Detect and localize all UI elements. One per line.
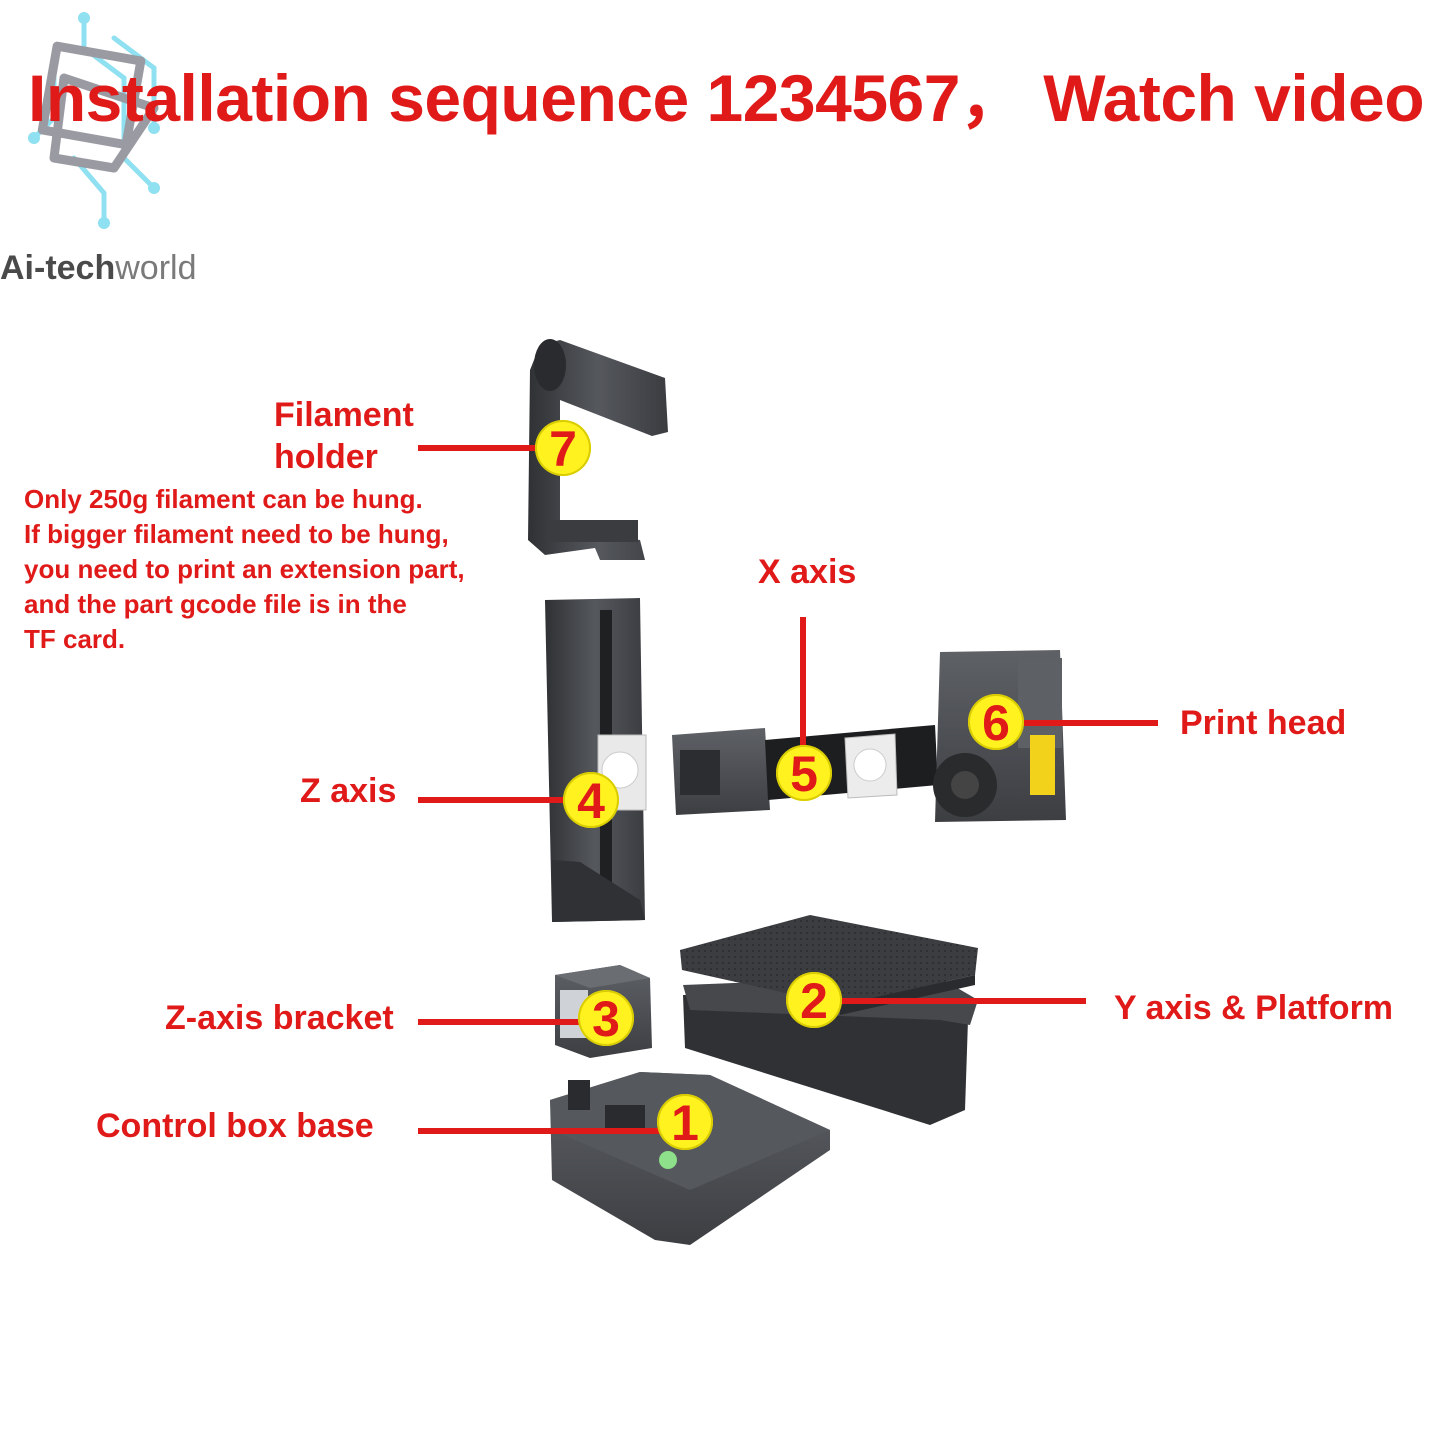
leader-line-6 bbox=[1010, 720, 1158, 726]
filament-note-line: If bigger filament need to be hung, bbox=[24, 519, 449, 549]
filament-holder-part bbox=[528, 339, 668, 560]
leader-line-1 bbox=[418, 1128, 663, 1134]
badge-7: 7 bbox=[535, 420, 591, 477]
brand-name-bold: Ai-tech bbox=[0, 249, 116, 287]
page-title: Installation sequence 1234567， Watch vid… bbox=[28, 61, 1425, 135]
badge-4: 4 bbox=[563, 772, 619, 829]
filament-note: Only 250g filament can be hung. If bigge… bbox=[24, 482, 465, 657]
label-print-head: Print head bbox=[1180, 704, 1347, 742]
badge-1: 1 bbox=[657, 1094, 713, 1151]
filament-note-line: and the part gcode file is in the bbox=[24, 589, 407, 619]
label-x-axis: X axis bbox=[758, 553, 857, 591]
filament-note-line: you need to print an extension part, bbox=[24, 554, 465, 584]
label-filament-holder-line1: Filament bbox=[274, 396, 414, 434]
brand-name: Ai-techworld bbox=[0, 248, 196, 288]
badge-2: 2 bbox=[786, 972, 842, 1029]
brand-name-light: world bbox=[115, 249, 197, 287]
label-control-box-base: Control box base bbox=[96, 1107, 374, 1145]
filament-note-line: TF card. bbox=[24, 624, 126, 654]
badge-6: 6 bbox=[968, 694, 1024, 751]
label-z-axis: Z axis bbox=[300, 772, 397, 810]
label-z-axis-bracket: Z-axis bracket bbox=[165, 999, 394, 1037]
leader-line-2 bbox=[830, 998, 1086, 1004]
circuit-logo-icon bbox=[28, 12, 160, 229]
leader-line-7 bbox=[418, 445, 543, 451]
leader-line-3 bbox=[418, 1019, 583, 1025]
badge-5: 5 bbox=[776, 745, 832, 802]
badge-3: 3 bbox=[578, 990, 634, 1047]
label-filament-holder-line2: holder bbox=[274, 438, 378, 476]
label-y-axis-platform: Y axis & Platform bbox=[1114, 989, 1394, 1027]
filament-note-line: Only 250g filament can be hung. bbox=[24, 484, 423, 514]
leader-line-4 bbox=[418, 797, 568, 803]
z-axis-part bbox=[545, 598, 647, 922]
leader-line-5 bbox=[800, 617, 806, 747]
